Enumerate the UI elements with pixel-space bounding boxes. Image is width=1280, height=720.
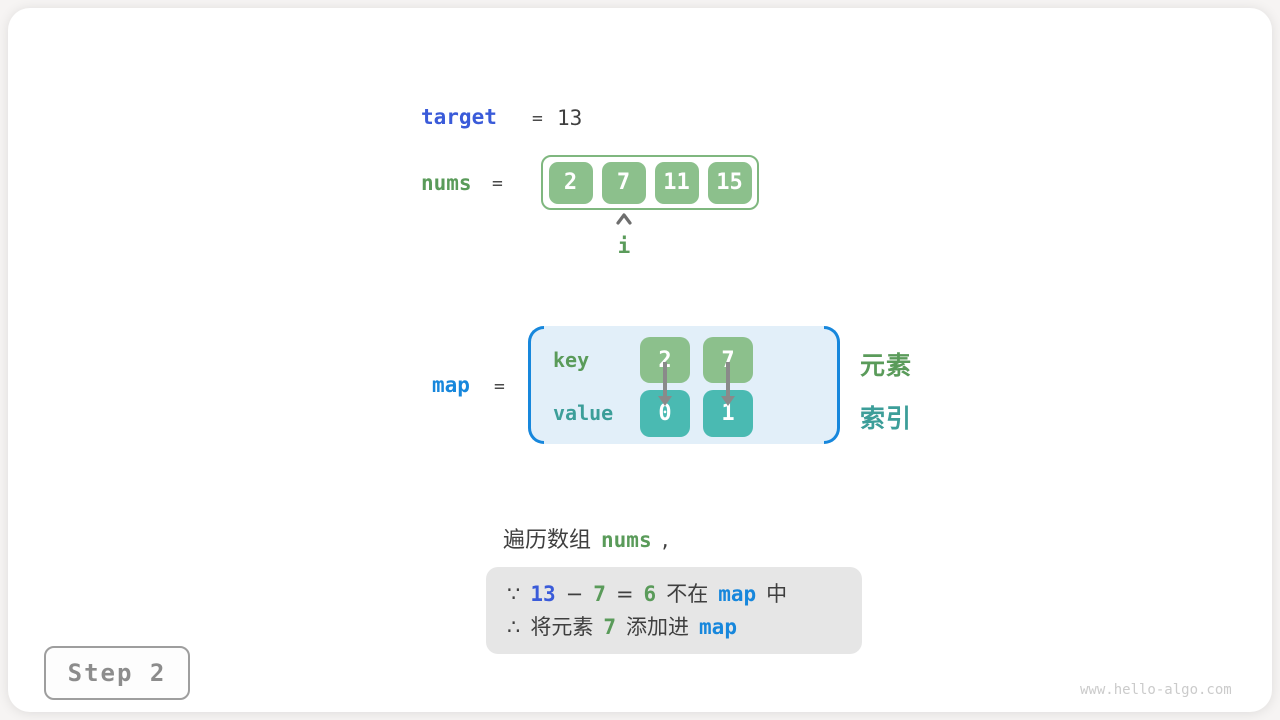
- map-key-label: key: [553, 348, 590, 372]
- map-equals-sign: =: [494, 376, 505, 397]
- map-right-bracket: [824, 326, 840, 444]
- note-target-value: 13: [530, 582, 556, 607]
- map-left-bracket: [528, 326, 544, 444]
- index-annotation: 索引: [860, 404, 913, 433]
- diagram-card: target = 13 nums = 2 7 11 15 i map = key…: [8, 8, 1272, 712]
- key-to-value-arrow: [663, 362, 667, 398]
- minus-sign: −: [565, 582, 584, 607]
- note-equals-sign: =: [615, 582, 634, 607]
- map-value-label: value: [553, 401, 614, 425]
- note-not-in-text: 不在: [666, 582, 709, 607]
- array-cell: 15: [707, 161, 752, 204]
- key-to-value-arrow: [726, 362, 730, 398]
- note-suffix-text: 中: [766, 582, 788, 607]
- array-cell: 7: [601, 161, 646, 204]
- note-map-ref: map: [718, 582, 757, 607]
- key-to-value-arrowhead: [658, 396, 672, 406]
- array-cell: 11: [654, 161, 699, 204]
- map-label: map: [432, 373, 470, 397]
- nums-array: 2 7 11 15: [541, 155, 759, 210]
- caption: 遍历数组 nums ,: [503, 522, 669, 554]
- index-pointer-label: i: [617, 234, 631, 258]
- therefore-symbol: ∴: [507, 614, 521, 639]
- nums-equals-sign: =: [492, 173, 503, 194]
- caption-text: 遍历数组: [503, 528, 592, 553]
- note-current-num: 7: [593, 582, 606, 607]
- array-cell: 2: [548, 161, 593, 204]
- note-add-text-2: 添加进: [626, 614, 690, 639]
- caption-nums-ref: nums: [601, 528, 652, 552]
- index-caret-icon: [616, 213, 632, 225]
- note-add-text-1: 将元素: [530, 614, 594, 639]
- note-line-1: ∵ 13 − 7 = 6 不在 map 中: [507, 579, 841, 609]
- element-annotation: 元素: [860, 351, 913, 380]
- because-symbol: ∵: [507, 582, 521, 607]
- note-map-ref: map: [699, 614, 737, 639]
- note-difference: 6: [643, 582, 657, 607]
- caption-comma: ,: [661, 528, 669, 553]
- note-added-num: 7: [603, 614, 617, 639]
- nums-label: nums: [421, 171, 472, 195]
- target-label: target: [421, 105, 497, 129]
- step-badge: Step 2: [44, 646, 190, 700]
- key-to-value-arrowhead: [721, 396, 735, 406]
- note-box: ∵ 13 − 7 = 6 不在 map 中 ∴ 将元素 7 添加进 map: [486, 567, 862, 654]
- note-line-2: ∴ 将元素 7 添加进 map: [507, 612, 841, 642]
- watermark: www.hello-algo.com: [1080, 682, 1232, 698]
- target-equals-sign: =: [532, 108, 543, 129]
- target-value: 13: [557, 106, 583, 130]
